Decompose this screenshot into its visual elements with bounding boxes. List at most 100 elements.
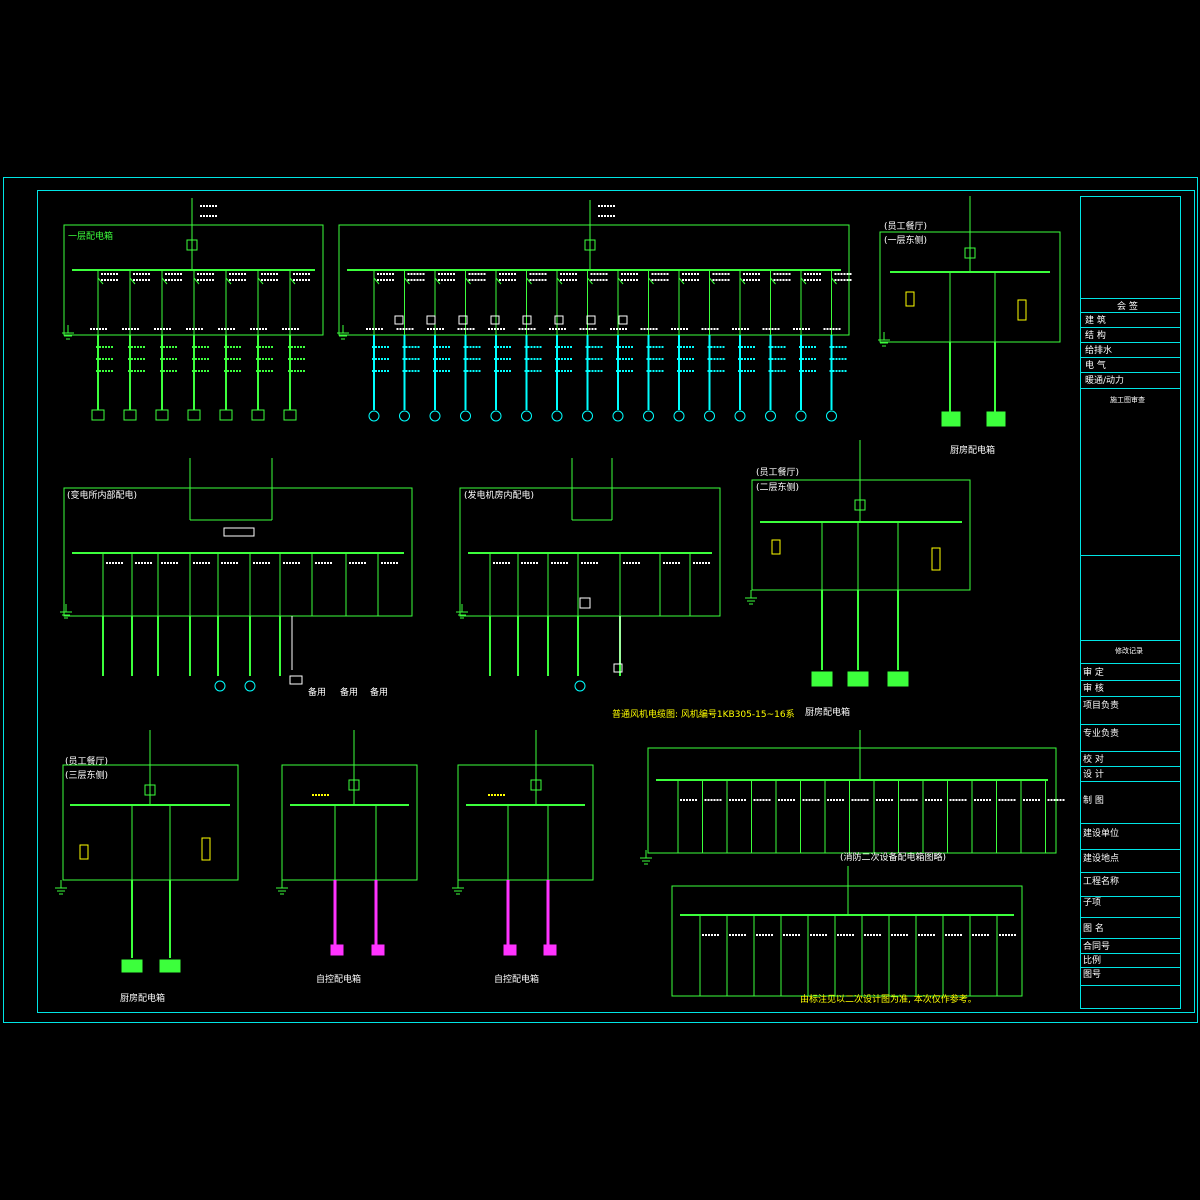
tb-field-3: 子项 xyxy=(1083,898,1102,908)
tb-sign-header: 会 签 xyxy=(1117,302,1138,312)
breaker-symbol xyxy=(465,277,471,285)
surge-protector xyxy=(1017,299,1027,321)
motor-symbol xyxy=(460,410,471,422)
meter-symbol xyxy=(905,291,915,307)
motor-symbol xyxy=(643,410,654,422)
breaker-symbol xyxy=(193,277,200,285)
distribution-box xyxy=(847,671,869,687)
tb-row-4: 暖通/动力 xyxy=(1085,376,1125,386)
load-label-kitchen-3: 厨房配电箱 xyxy=(120,994,166,1004)
motor-symbol xyxy=(704,410,715,422)
breaker-symbol xyxy=(129,277,136,285)
load-label-kitchen-1: 厨房配电箱 xyxy=(950,446,996,456)
main-breaker xyxy=(584,239,596,251)
motor-symbol xyxy=(795,410,807,422)
tb-field-6: 比例 xyxy=(1083,956,1102,966)
panel-title-6: (员工餐厅) xyxy=(756,468,800,478)
breaker-symbol xyxy=(678,277,685,285)
breaker-symbol xyxy=(289,277,296,285)
relay-symbol xyxy=(522,315,532,325)
tb-role-5: 设 计 xyxy=(1083,770,1104,780)
breaker-symbol xyxy=(495,277,502,285)
motor-symbol xyxy=(490,410,502,422)
motor-symbol xyxy=(429,410,441,422)
motor-symbol xyxy=(734,410,746,422)
tb-role-0: 审 定 xyxy=(1083,668,1104,678)
load-box xyxy=(283,409,297,421)
panel-box xyxy=(338,224,850,336)
panel-title-5: (发电机房内配电) xyxy=(464,491,535,501)
load-box xyxy=(155,409,169,421)
bottom-note: 由标注见以二次设计图为准, 本次仅作参考。 xyxy=(800,995,977,1005)
panel-box xyxy=(671,885,1023,997)
panel-box xyxy=(647,747,1057,854)
motor-symbol xyxy=(521,410,532,422)
breaker-symbol xyxy=(225,277,232,285)
breaker-symbol xyxy=(556,277,563,285)
load-box xyxy=(91,409,105,421)
distribution-box xyxy=(330,944,344,956)
load-box xyxy=(251,409,265,421)
breaker-symbol xyxy=(709,277,715,285)
panel-title-3: (员工餐厅) xyxy=(884,222,928,232)
tb-field-2: 工程名称 xyxy=(1083,877,1120,887)
relay-symbol xyxy=(554,315,564,325)
tb-field-5: 合同号 xyxy=(1083,942,1111,952)
motor-symbol xyxy=(826,410,837,422)
tb-row-1: 结 构 xyxy=(1085,331,1106,341)
control-box xyxy=(579,597,591,609)
panel-title-4: (变电所内部配电) xyxy=(67,491,138,501)
panel-box xyxy=(457,764,594,881)
distribution-box xyxy=(121,959,143,973)
tb-row-0: 建 筑 xyxy=(1085,316,1106,326)
tb-row-2: 给排水 xyxy=(1085,346,1113,356)
tb-row-3: 电 气 xyxy=(1085,361,1106,371)
main-breaker xyxy=(144,784,156,796)
tb-review: 施工图审查 xyxy=(1110,396,1145,404)
breaker-symbol xyxy=(800,277,807,285)
panel-title-7b: (三层东侧) xyxy=(65,771,109,781)
breaker-symbol xyxy=(831,277,837,285)
breaker-symbol xyxy=(373,277,380,285)
terminal-box xyxy=(613,663,623,673)
relay-symbol xyxy=(490,315,500,325)
distribution-box xyxy=(986,411,1006,427)
breaker-symbol xyxy=(97,277,104,285)
panel-title-1: 一层配电箱 xyxy=(68,232,114,242)
main-breaker xyxy=(530,779,542,791)
outer-border xyxy=(3,177,1198,1023)
panel-box xyxy=(281,764,418,881)
title-block xyxy=(1080,196,1181,1009)
tb-role-2: 项目负责 xyxy=(1083,701,1120,711)
tb-role-6: 制 图 xyxy=(1083,796,1104,806)
distribution-box xyxy=(887,671,909,687)
surge-protector xyxy=(201,837,211,861)
load-box xyxy=(219,409,233,421)
breaker-symbol xyxy=(404,277,410,285)
breaker-symbol xyxy=(161,277,168,285)
motor-symbol xyxy=(368,410,380,422)
motor-symbol xyxy=(551,410,563,422)
main-breaker xyxy=(964,247,976,259)
meter-symbol xyxy=(79,844,89,860)
surge-protector xyxy=(931,547,941,571)
distribution-box xyxy=(371,944,385,956)
tb-role-1: 审 核 xyxy=(1083,684,1104,694)
distribution-box xyxy=(941,411,961,427)
panel-box xyxy=(751,479,971,591)
panel-title-6b: (二层东侧) xyxy=(756,483,800,493)
distribution-box xyxy=(543,944,557,956)
motor-symbol xyxy=(214,680,226,692)
tb-revision: 修改记录 xyxy=(1115,647,1143,655)
tb-field-0: 建设单位 xyxy=(1083,829,1120,839)
distribution-box xyxy=(159,959,181,973)
tb-field-1: 建设地点 xyxy=(1083,854,1120,864)
tb-role-3: 专业负责 xyxy=(1083,729,1120,739)
load-label-kitchen-2: 厨房配电箱 xyxy=(805,708,851,718)
breaker-symbol xyxy=(617,277,624,285)
controller-box xyxy=(289,675,303,685)
distribution-box xyxy=(503,944,517,956)
fan-cable-note: 普通风机电缆图: 风机编号1KB305-15~16系 xyxy=(612,710,795,720)
motor-symbol xyxy=(765,410,776,422)
ats-switch xyxy=(223,527,255,537)
